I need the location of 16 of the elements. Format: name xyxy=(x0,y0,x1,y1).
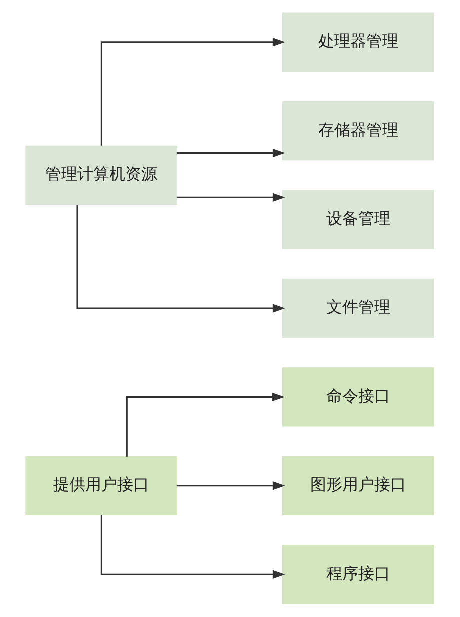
node-box: 设备管理 xyxy=(282,190,434,250)
arrow xyxy=(100,514,286,579)
node-box: 处理器管理 xyxy=(282,12,434,72)
arrow xyxy=(100,38,286,146)
arrow xyxy=(176,148,286,158)
arrow xyxy=(76,204,286,313)
node-box: 文件管理 xyxy=(282,278,434,338)
arrow xyxy=(126,392,285,457)
node-box: 存储器管理 xyxy=(282,102,434,161)
node-box: 程序接口 xyxy=(282,545,434,604)
arrow xyxy=(176,193,286,202)
node-box: 命令接口 xyxy=(282,368,434,427)
node-box: 提供用户接口 xyxy=(26,456,178,516)
node-box: 管理计算机资源 xyxy=(26,146,178,205)
node-box: 图形用户接口 xyxy=(282,456,434,516)
arrow xyxy=(176,482,286,490)
